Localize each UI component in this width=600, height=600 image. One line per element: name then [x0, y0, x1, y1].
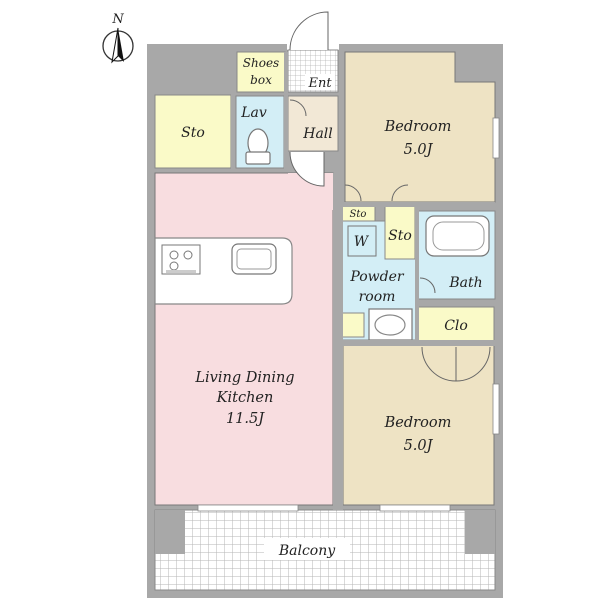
powder-room: Sto W Powder room — [341, 203, 419, 341]
sink-icon — [231, 243, 277, 275]
living-label-line2: Kitchen — [216, 390, 274, 406]
bedroom-south: Bedroom 5.0J — [342, 344, 495, 506]
storage-left-label: Sto — [181, 125, 205, 141]
north-arrow-icon — [102, 27, 134, 64]
living-size: 11.5J — [226, 411, 265, 427]
entrance-label: Ent — [307, 76, 332, 91]
lavatory-label: Lav — [240, 105, 267, 121]
washbasin-icon — [368, 308, 413, 341]
hall-label: Hall — [302, 126, 333, 142]
closet-door-swing-right — [455, 346, 491, 382]
bedroom-north-label: Bedroom — [384, 119, 452, 135]
entrance-door-swing — [289, 11, 329, 51]
bathtub-icon — [425, 215, 490, 257]
shoes-box: Shoes box — [236, 51, 286, 93]
powder-storage — [341, 312, 365, 338]
bedroom-north-size: 5.0J — [404, 142, 434, 158]
compass-label: N — [111, 12, 124, 27]
balcony: Balcony — [154, 509, 496, 591]
closet: Clo — [417, 306, 495, 342]
balcony-label: Balcony — [278, 543, 336, 559]
storage-mid-label-overlay: Sto — [388, 228, 412, 244]
bath: Bath — [417, 210, 496, 300]
bath-label: Bath — [448, 275, 482, 291]
closet-door-swing-left — [421, 346, 457, 382]
powder-room-line1: Powder — [349, 269, 405, 285]
storage-left: Sto — [154, 94, 232, 169]
bedroom-south-label: Bedroom — [384, 415, 452, 431]
living-dining-kitchen: Living Dining Kitchen 11.5J — [154, 172, 334, 506]
shoes-box-line1: Shoes — [243, 56, 279, 70]
compass: N — [102, 12, 134, 64]
bedroom-south-size: 5.0J — [404, 438, 434, 454]
partition-walls — [231, 52, 495, 510]
stove-icon — [161, 244, 201, 275]
hall-door-swing — [289, 151, 325, 187]
toilet-icon — [245, 128, 271, 165]
storage-small-label: Sto — [350, 209, 367, 220]
closet-label: Clo — [444, 318, 468, 334]
powder-room-line2: room — [359, 289, 396, 305]
entrance: Ent — [287, 11, 339, 93]
washer-label: W — [354, 234, 370, 250]
lavatory: Lav — [235, 95, 285, 169]
living-label-line1: Living Dining — [194, 370, 294, 386]
bedroom-north: Bedroom 5.0J — [344, 51, 496, 203]
washer-pan — [347, 225, 377, 257]
hall: Hall — [287, 95, 339, 187]
shoes-box-line2: box — [250, 73, 272, 87]
windows — [197, 117, 500, 512]
